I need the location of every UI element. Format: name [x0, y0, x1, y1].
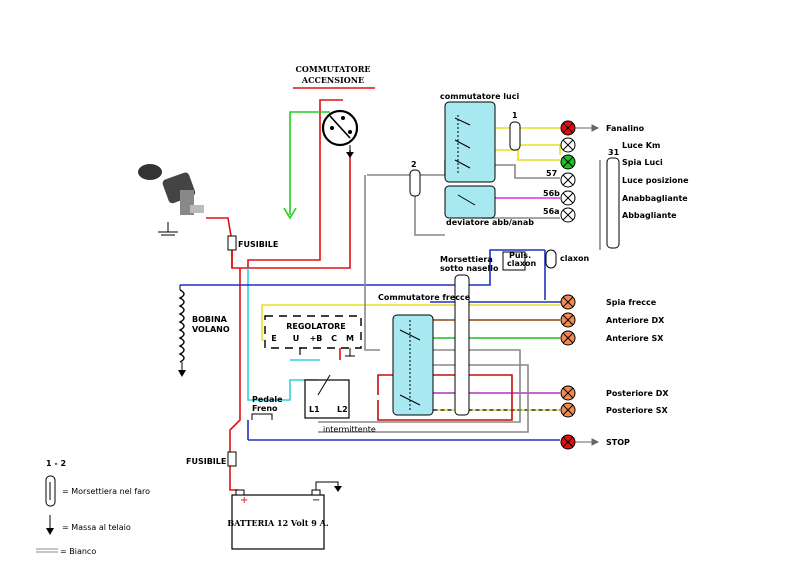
- intermittente: L1 L2 intermittente: [304, 374, 376, 434]
- reg-m: M: [346, 334, 354, 343]
- lamp: Posteriore SX: [560, 402, 668, 418]
- wire-battery-red: [229, 268, 241, 491]
- pedale-line2: Freno: [252, 404, 278, 413]
- bobina-line2: VOLANO: [192, 325, 230, 334]
- lamp: Fanalino: [560, 120, 645, 136]
- lamp: Anteriore SX: [560, 330, 664, 346]
- claxon-label: claxon: [560, 254, 590, 263]
- lamp-label: STOP: [606, 438, 630, 447]
- lamp: Posteriore DX: [560, 385, 669, 401]
- intermittente-label: intermittente: [323, 425, 376, 434]
- morsettiera-line1: Morsettiera: [440, 255, 493, 264]
- deviatore-label: deviatore abb/anab: [446, 218, 534, 227]
- reg-u: U: [293, 334, 300, 343]
- terminals: 1 2 31 57 56b 56a: [409, 111, 620, 249]
- batteria: + − BATTERIA 12 Volt 9 A.: [227, 481, 342, 550]
- wire-white: [367, 160, 446, 176]
- lamp-label: Luce posizione: [622, 176, 689, 185]
- terminal-57: 57: [546, 169, 557, 178]
- legend-bianco: = Bianco: [60, 547, 96, 556]
- lamp: Luce Km: [560, 137, 660, 153]
- title-line1: COMMUTATORE: [296, 64, 371, 74]
- claxon-icon: [545, 249, 557, 269]
- terminal-1: 1: [512, 111, 518, 120]
- lamp: Luce posizione: [560, 172, 689, 188]
- wire-cyan: [247, 268, 318, 401]
- minus-sign: −: [312, 495, 320, 506]
- wire-green-ignition: [289, 111, 330, 215]
- commutatore-frecce: Morsettiera sotto nasello Commutatore fr…: [378, 249, 590, 416]
- lamp: Anteriore DX: [560, 312, 665, 328]
- lamp-label: Posteriore SX: [606, 406, 668, 415]
- lamp-label: Fanalino: [606, 124, 645, 133]
- legend-title: 1 - 2: [46, 459, 66, 468]
- fuse-icon: [227, 235, 237, 251]
- terminal-56b: 56b: [543, 189, 560, 198]
- title-line2: ACCENSIONE: [301, 75, 364, 85]
- battery-box: [231, 494, 325, 550]
- coil-icon: [178, 289, 185, 363]
- lamp-label: Anteriore SX: [606, 334, 664, 343]
- lamp: Abbagliante: [560, 207, 677, 223]
- fuse-bottom-icon: [227, 451, 237, 467]
- commutatore-luci-label: commutatore luci: [440, 92, 519, 101]
- lamp-label: Abbagliante: [622, 211, 677, 220]
- terminal-56a: 56a: [543, 207, 560, 216]
- commutatore-accensione: COMMUTATORE ACCENSIONE: [293, 64, 375, 158]
- massa-legend-icon: [46, 528, 54, 535]
- commutatore-luci-box: [444, 101, 496, 183]
- commutatore-frecce-box: [392, 314, 434, 416]
- lamp-label: Luce Km: [622, 141, 660, 150]
- wire-fuse-commutatore: [231, 150, 351, 269]
- fusibile-top: FUSIBILE: [238, 240, 278, 249]
- reg-e: E: [271, 334, 276, 343]
- morsettiera-line2: sotto nasello: [440, 264, 499, 273]
- intermittente-box: [304, 379, 350, 419]
- wire-red-top: [247, 99, 343, 268]
- l2: L2: [337, 405, 348, 414]
- lamp-label: Spia frecce: [606, 298, 657, 307]
- bobina-volano: BOBINA VOLANO: [178, 285, 230, 377]
- wire-blue-top: [180, 249, 545, 286]
- commutatore-frecce-label: Commutatore frecce: [378, 293, 471, 302]
- terminal-2: 2: [411, 160, 417, 169]
- reg-b: +B: [310, 334, 323, 343]
- fusibile-bottom: FUSIBILE: [186, 457, 226, 466]
- lamp: Spia Luci: [560, 154, 663, 170]
- morsettiera-box: [454, 274, 470, 416]
- reg-c: C: [331, 334, 337, 343]
- battery-label: BATTERIA 12 Volt 9 A.: [227, 518, 328, 528]
- terminal-31: 31: [608, 148, 620, 157]
- pedale-freno: Pedale Freno: [251, 395, 283, 420]
- regolatore-label: REGOLATORE: [286, 322, 346, 331]
- regolatore-box: [264, 315, 362, 349]
- legend-morsettiera: = Morsettiera nel faro: [62, 487, 150, 496]
- lamp-label: Anteriore DX: [606, 316, 665, 325]
- plus-sign: +: [240, 495, 248, 506]
- legend-massa: = Massa al telaio: [62, 523, 131, 532]
- lamp-label: Anabbagliante: [622, 194, 688, 203]
- commutatore-luci: commutatore luci deviatore abb/anab: [440, 92, 534, 227]
- ground-arrow: [346, 152, 354, 158]
- lamp: Anabbagliante: [560, 190, 688, 206]
- puls-line1: Puls.: [509, 251, 531, 260]
- regolatore: REGOLATORE E U +B C M: [264, 315, 362, 357]
- lamp-label: Posteriore DX: [606, 389, 669, 398]
- wires: [180, 99, 601, 491]
- legend: 1 - 2 = Morsettiera nel faro = Massa al …: [36, 459, 150, 556]
- lamp: Spia frecce: [560, 294, 657, 310]
- ignition-key-icon: [138, 164, 204, 236]
- lamp-label: Spia Luci: [622, 158, 663, 167]
- puls-line2: claxon: [507, 259, 537, 268]
- bobina-line1: BOBINA: [192, 315, 228, 324]
- pedale-line1: Pedale: [252, 395, 283, 404]
- l1: L1: [309, 405, 320, 414]
- lamp: STOP: [560, 434, 630, 450]
